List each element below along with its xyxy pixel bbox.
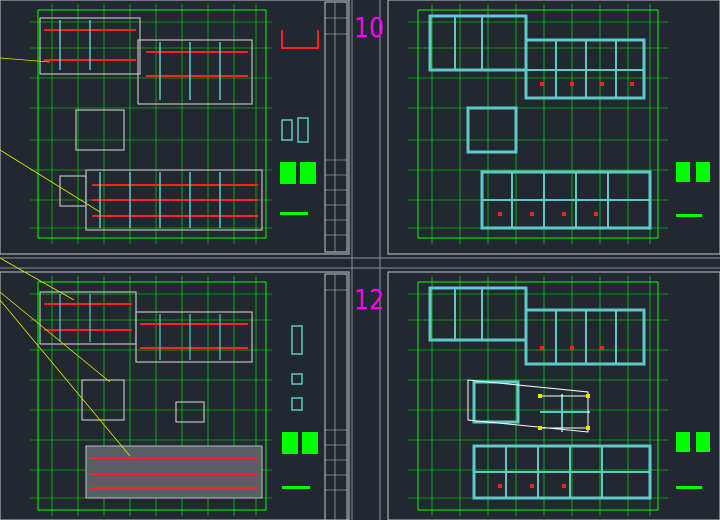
sheet-bottom-right[interactable]: [387, 271, 720, 520]
sheet-top-left[interactable]: [0, 0, 350, 255]
sheet-number-label: 12: [354, 283, 385, 316]
sheet-bottom-left[interactable]: [0, 257, 350, 520]
sheet-top-right[interactable]: [387, 0, 720, 255]
sheet-number-label: 10: [354, 11, 385, 44]
